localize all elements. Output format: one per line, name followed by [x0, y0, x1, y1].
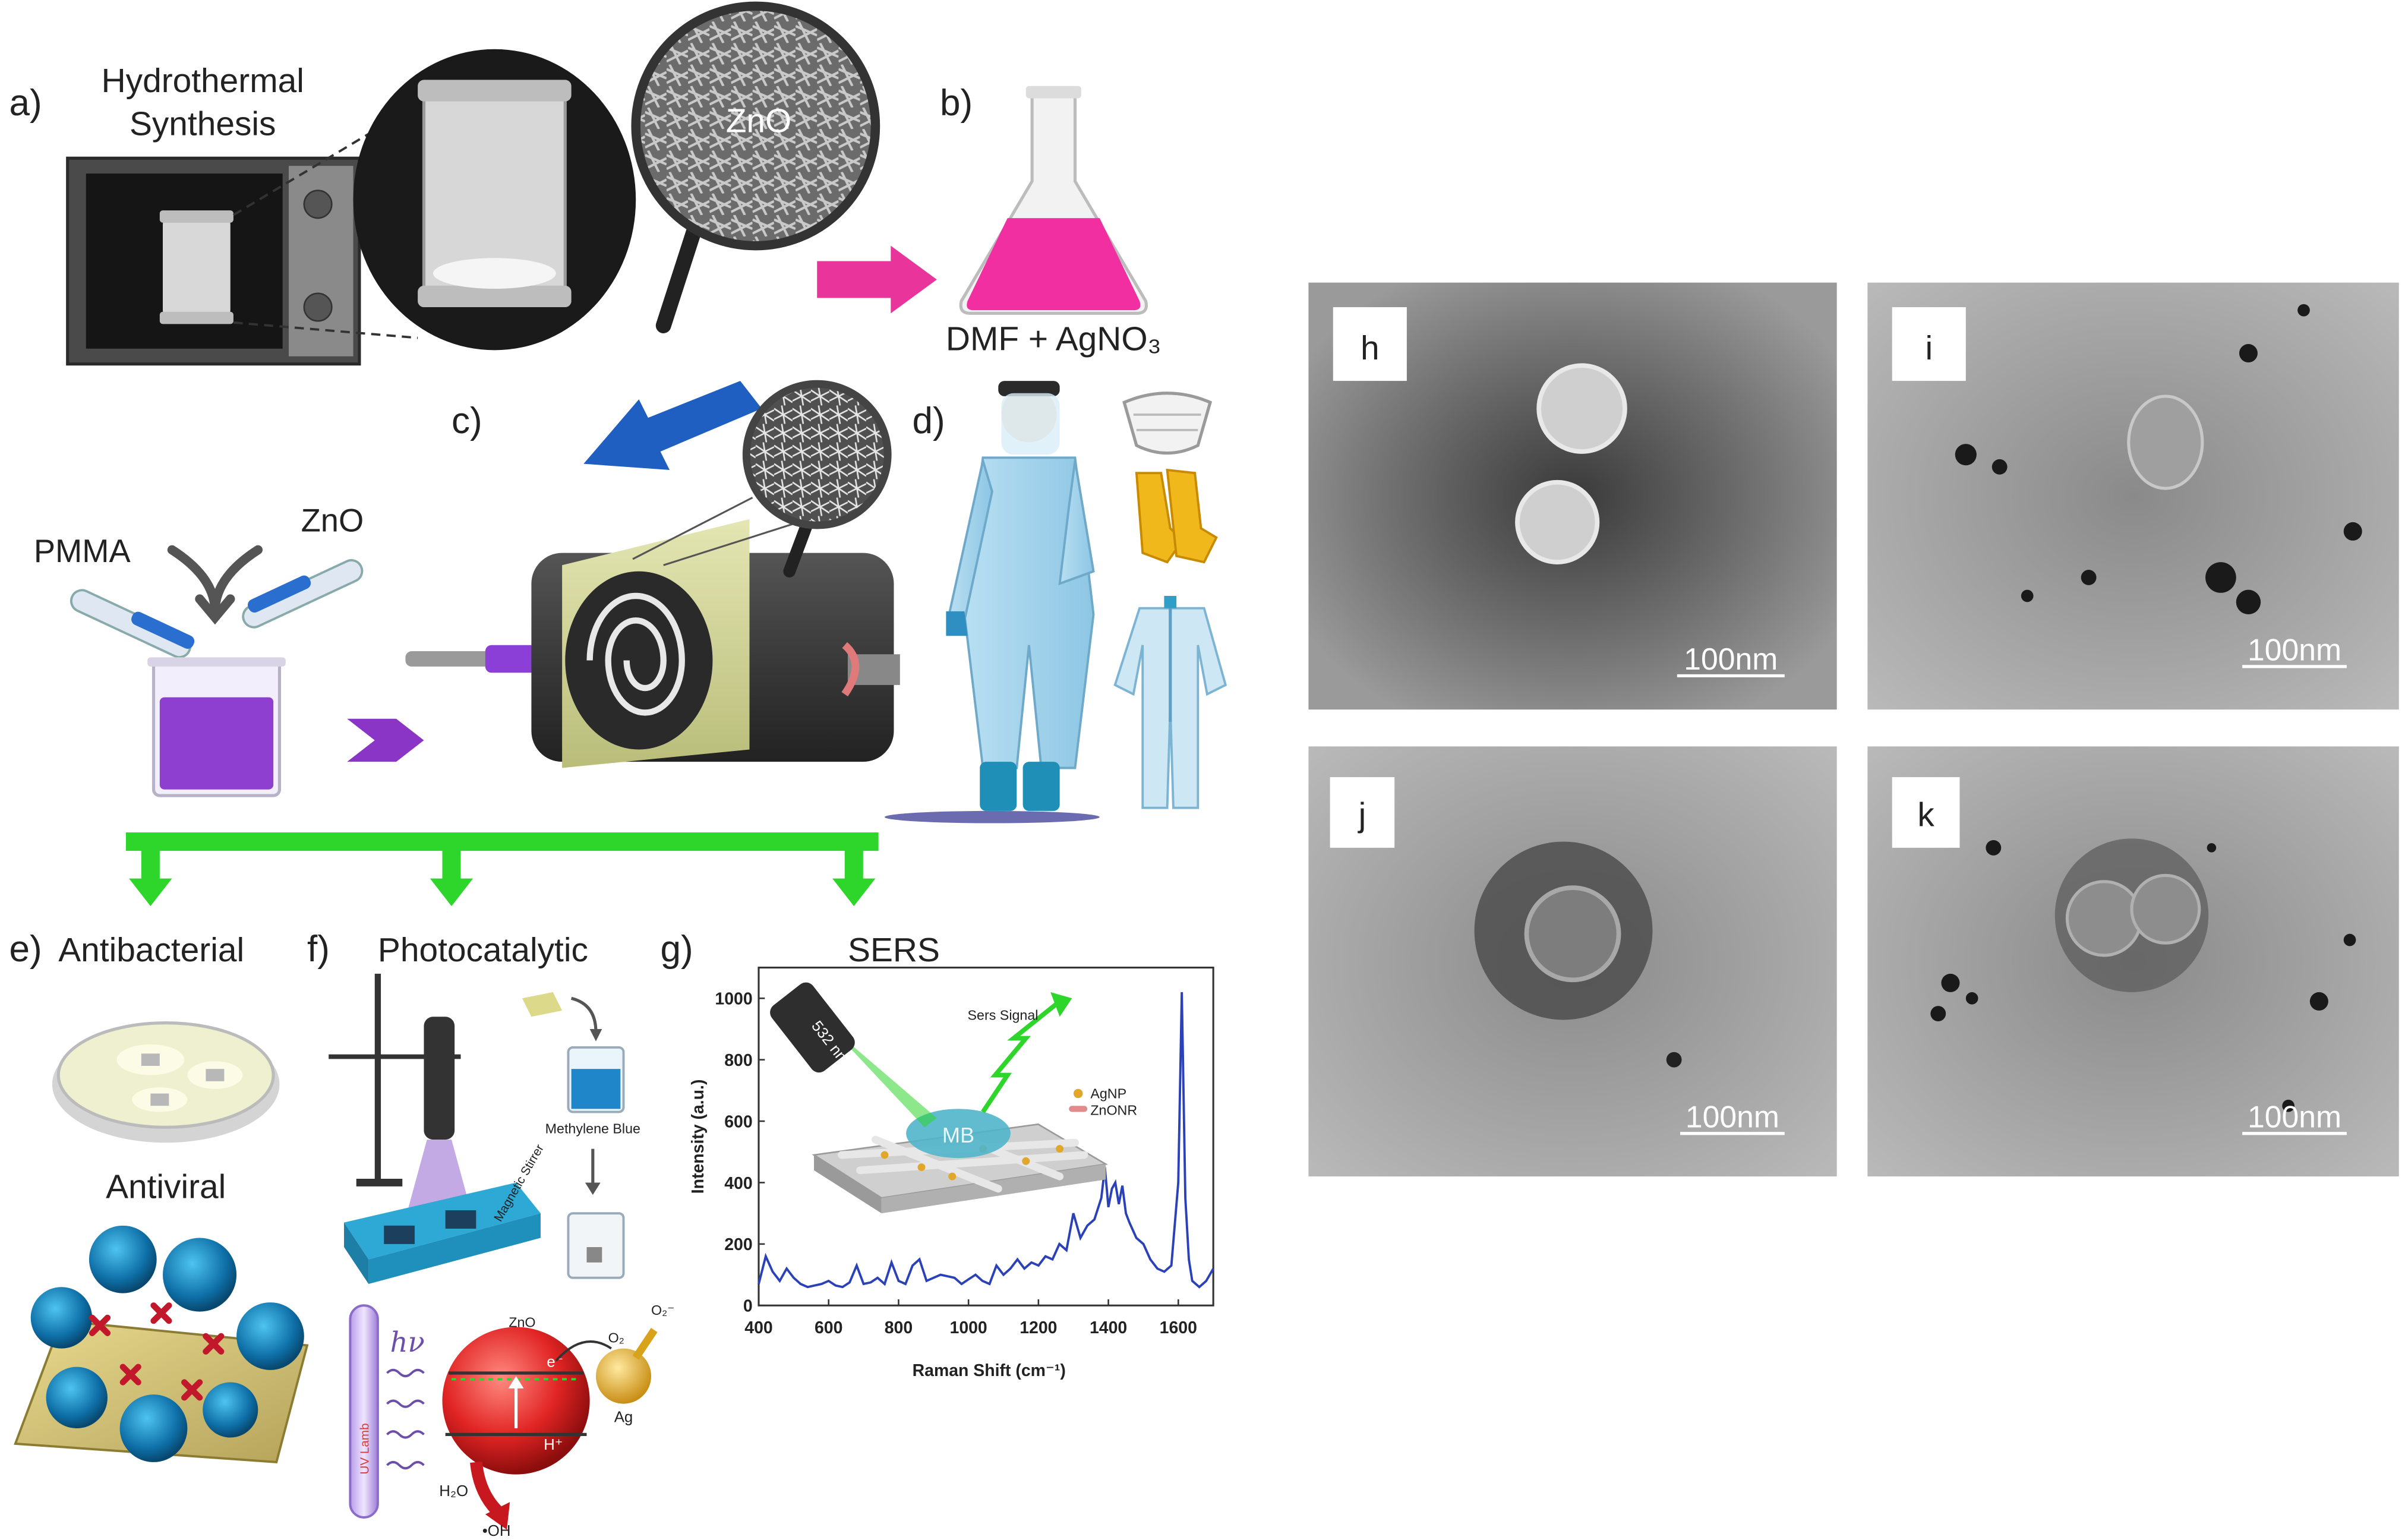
protective-worker-icon — [884, 381, 1100, 823]
agnp-label: AgNP — [1090, 1085, 1126, 1101]
tem-image-h: h 100nm — [1308, 282, 1837, 710]
panel-d: d) — [884, 381, 1227, 823]
panel-c-letter: c) — [452, 400, 482, 441]
hydroxyl-label: •OH — [482, 1523, 511, 1539]
zno-tube-label: ZnO — [301, 502, 364, 538]
uv-lamp-icon: UV Lamb hν — [349, 1304, 425, 1519]
panel-d-letter: d) — [912, 400, 945, 441]
y-tick-label: 800 — [724, 1051, 752, 1070]
erlenmeyer-flask-icon — [959, 86, 1148, 315]
panel-b: b) DMF + AgNO₃ — [940, 83, 1162, 358]
tem-image-k: k 100nm — [1867, 746, 2399, 1177]
panel-f-letter: f) — [307, 929, 330, 970]
petri-dish-icon — [52, 1021, 280, 1143]
test-tube-right-icon — [242, 559, 364, 629]
blue-arrow-icon — [583, 381, 762, 471]
tem-image-j: j 100nm — [1308, 746, 1837, 1177]
antibacterial-title: Antibacterial — [58, 932, 244, 969]
electrospinning-collector-icon — [405, 519, 900, 768]
panel-b-caption: DMF + AgNO₃ — [946, 320, 1162, 358]
water-label: H₂O — [439, 1483, 468, 1500]
tem-image-i: i 100nm — [1867, 282, 2399, 710]
x-axis-label: Raman Shift (cm⁻¹) — [913, 1361, 1066, 1380]
chart-ticks: 400 600 800 1000 1200 1400 1600 0 200 400 600 800 10… — [715, 990, 1197, 1337]
protective-suit-icon — [1113, 595, 1227, 809]
antiviral-surface-icon — [14, 1225, 309, 1463]
autoclave-zoom-icon — [353, 49, 636, 351]
x-tick-label: 600 — [815, 1318, 842, 1337]
mb-label: MB — [942, 1123, 974, 1147]
tem-k-scalebar: 100nm — [2248, 1099, 2341, 1134]
photocatalytic-title: Photocatalytic — [378, 932, 588, 969]
stand-and-stirrer-icon: Magnetic Stirrer — [329, 973, 547, 1285]
panel-b-letter: b) — [940, 83, 973, 124]
panel-a-letter: a) — [10, 83, 42, 124]
methylene-blue-process-icon: Methylene Blue — [522, 992, 640, 1279]
pink-arrow-icon — [817, 245, 937, 314]
magnifier-icon: ZnO — [631, 1, 880, 333]
y-tick-label: 0 — [743, 1297, 753, 1316]
tem-i-label: i — [1925, 330, 1933, 367]
zno-zoom-label: ZnO — [726, 102, 792, 140]
y-axis-label: Intensity (a.u.) — [689, 1080, 708, 1194]
panel-g-letter: g) — [661, 929, 693, 970]
x-tick-label: 1600 — [1160, 1318, 1197, 1337]
face-mask-icon — [1122, 392, 1213, 455]
antiviral-title: Antiviral — [106, 1168, 226, 1206]
znonr-label: ZnONR — [1090, 1103, 1137, 1118]
ag-label: Ag — [614, 1409, 633, 1426]
sers-title: SERS — [848, 932, 940, 969]
panel-e-letter: e) — [10, 929, 42, 970]
o2-label: O₂ — [608, 1330, 624, 1345]
spectrum-line — [758, 992, 1214, 1289]
superoxide-label: O₂⁻ — [651, 1302, 674, 1318]
y-tick-label: 1000 — [715, 990, 752, 1009]
x-tick-label: 1200 — [1020, 1318, 1057, 1337]
tem-h-scalebar: 100nm — [1684, 642, 1778, 676]
x-tick-label: 1000 — [950, 1318, 987, 1337]
pmma-label: PMMA — [34, 533, 131, 569]
gloves-icon — [1135, 468, 1218, 564]
methylene-blue-label: Methylene Blue — [545, 1121, 640, 1137]
y-tick-label: 200 — [724, 1235, 752, 1254]
tem-j-scalebar: 100nm — [1686, 1099, 1779, 1134]
panel-a: a) Hydrothermal Synthesis ZnO — [10, 1, 880, 366]
panel-f: f) Photocatalytic Magnetic Stirrer Methy… — [307, 929, 674, 1539]
tem-i-scalebar: 100nm — [2248, 633, 2341, 667]
panel-a-title-line1: Hydrothermal — [102, 62, 304, 100]
panel-a-title-line2: Synthesis — [130, 105, 276, 143]
uv-lamp-label: UV Lamb — [358, 1423, 371, 1474]
y-tick-label: 600 — [724, 1112, 752, 1131]
beaker-icon — [147, 657, 286, 797]
fiber-magnifier-icon — [742, 380, 892, 578]
purple-arrow-icon — [347, 718, 424, 762]
panel-c: c) PMMA ZnO — [34, 380, 900, 797]
hole-label: H⁺ — [544, 1437, 563, 1453]
panel-e: e) Antibacterial Antiviral — [10, 929, 309, 1463]
x-tick-label: 1400 — [1090, 1318, 1127, 1337]
tem-k-label: k — [1917, 797, 1934, 834]
x-tick-label: 800 — [885, 1318, 913, 1337]
green-bracket-arrows — [125, 832, 879, 907]
hv-label: hν — [390, 1326, 425, 1358]
microwave-oven-icon — [66, 156, 361, 366]
zno-sphere-icon: ZnO e⁻ H⁺ Ag O₂ O₂⁻ H₂O •OH — [439, 1302, 674, 1539]
sers-substrate-illustration: MB 532 nm Sers Signal AgNP ZnONR — [770, 982, 1137, 1214]
test-tube-left-icon — [70, 589, 195, 659]
tem-j-label: j — [1358, 797, 1366, 834]
sers-chart: 400 600 800 1000 1200 1400 1600 0 200 400 600 800 10… — [689, 966, 1214, 1380]
x-tick-label: 400 — [744, 1318, 772, 1337]
y-tick-label: 400 — [724, 1174, 752, 1193]
merge-arrow-icon — [167, 545, 263, 625]
sers-signal-label: Sers Signal — [968, 1007, 1039, 1023]
zno-sphere-label: ZnO — [509, 1314, 535, 1330]
tem-h-label: h — [1361, 330, 1380, 367]
